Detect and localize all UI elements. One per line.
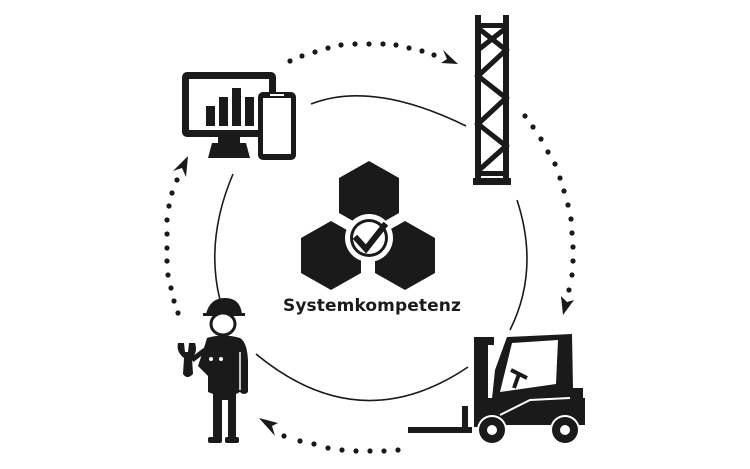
center-label: Systemkompetenz <box>283 296 461 316</box>
arrowhead-icon <box>441 50 458 64</box>
arrow-racking-to-forklift <box>522 113 576 315</box>
arrowhead-icon <box>561 296 574 315</box>
three-hexagons-check-icon <box>301 161 435 290</box>
inner-circle <box>213 95 528 402</box>
arrow-forklift-to-service <box>259 418 401 454</box>
monitor-phone-chart-icon <box>182 72 296 160</box>
forklift-icon <box>408 334 585 445</box>
arrowhead-icon <box>259 418 278 436</box>
arrow-service-to-software <box>164 156 188 316</box>
arrow-software-to-racking <box>287 41 458 64</box>
arrowhead-icon <box>173 156 188 177</box>
technician-wrench-icon <box>177 298 248 443</box>
rack-upright-icon <box>473 15 511 185</box>
